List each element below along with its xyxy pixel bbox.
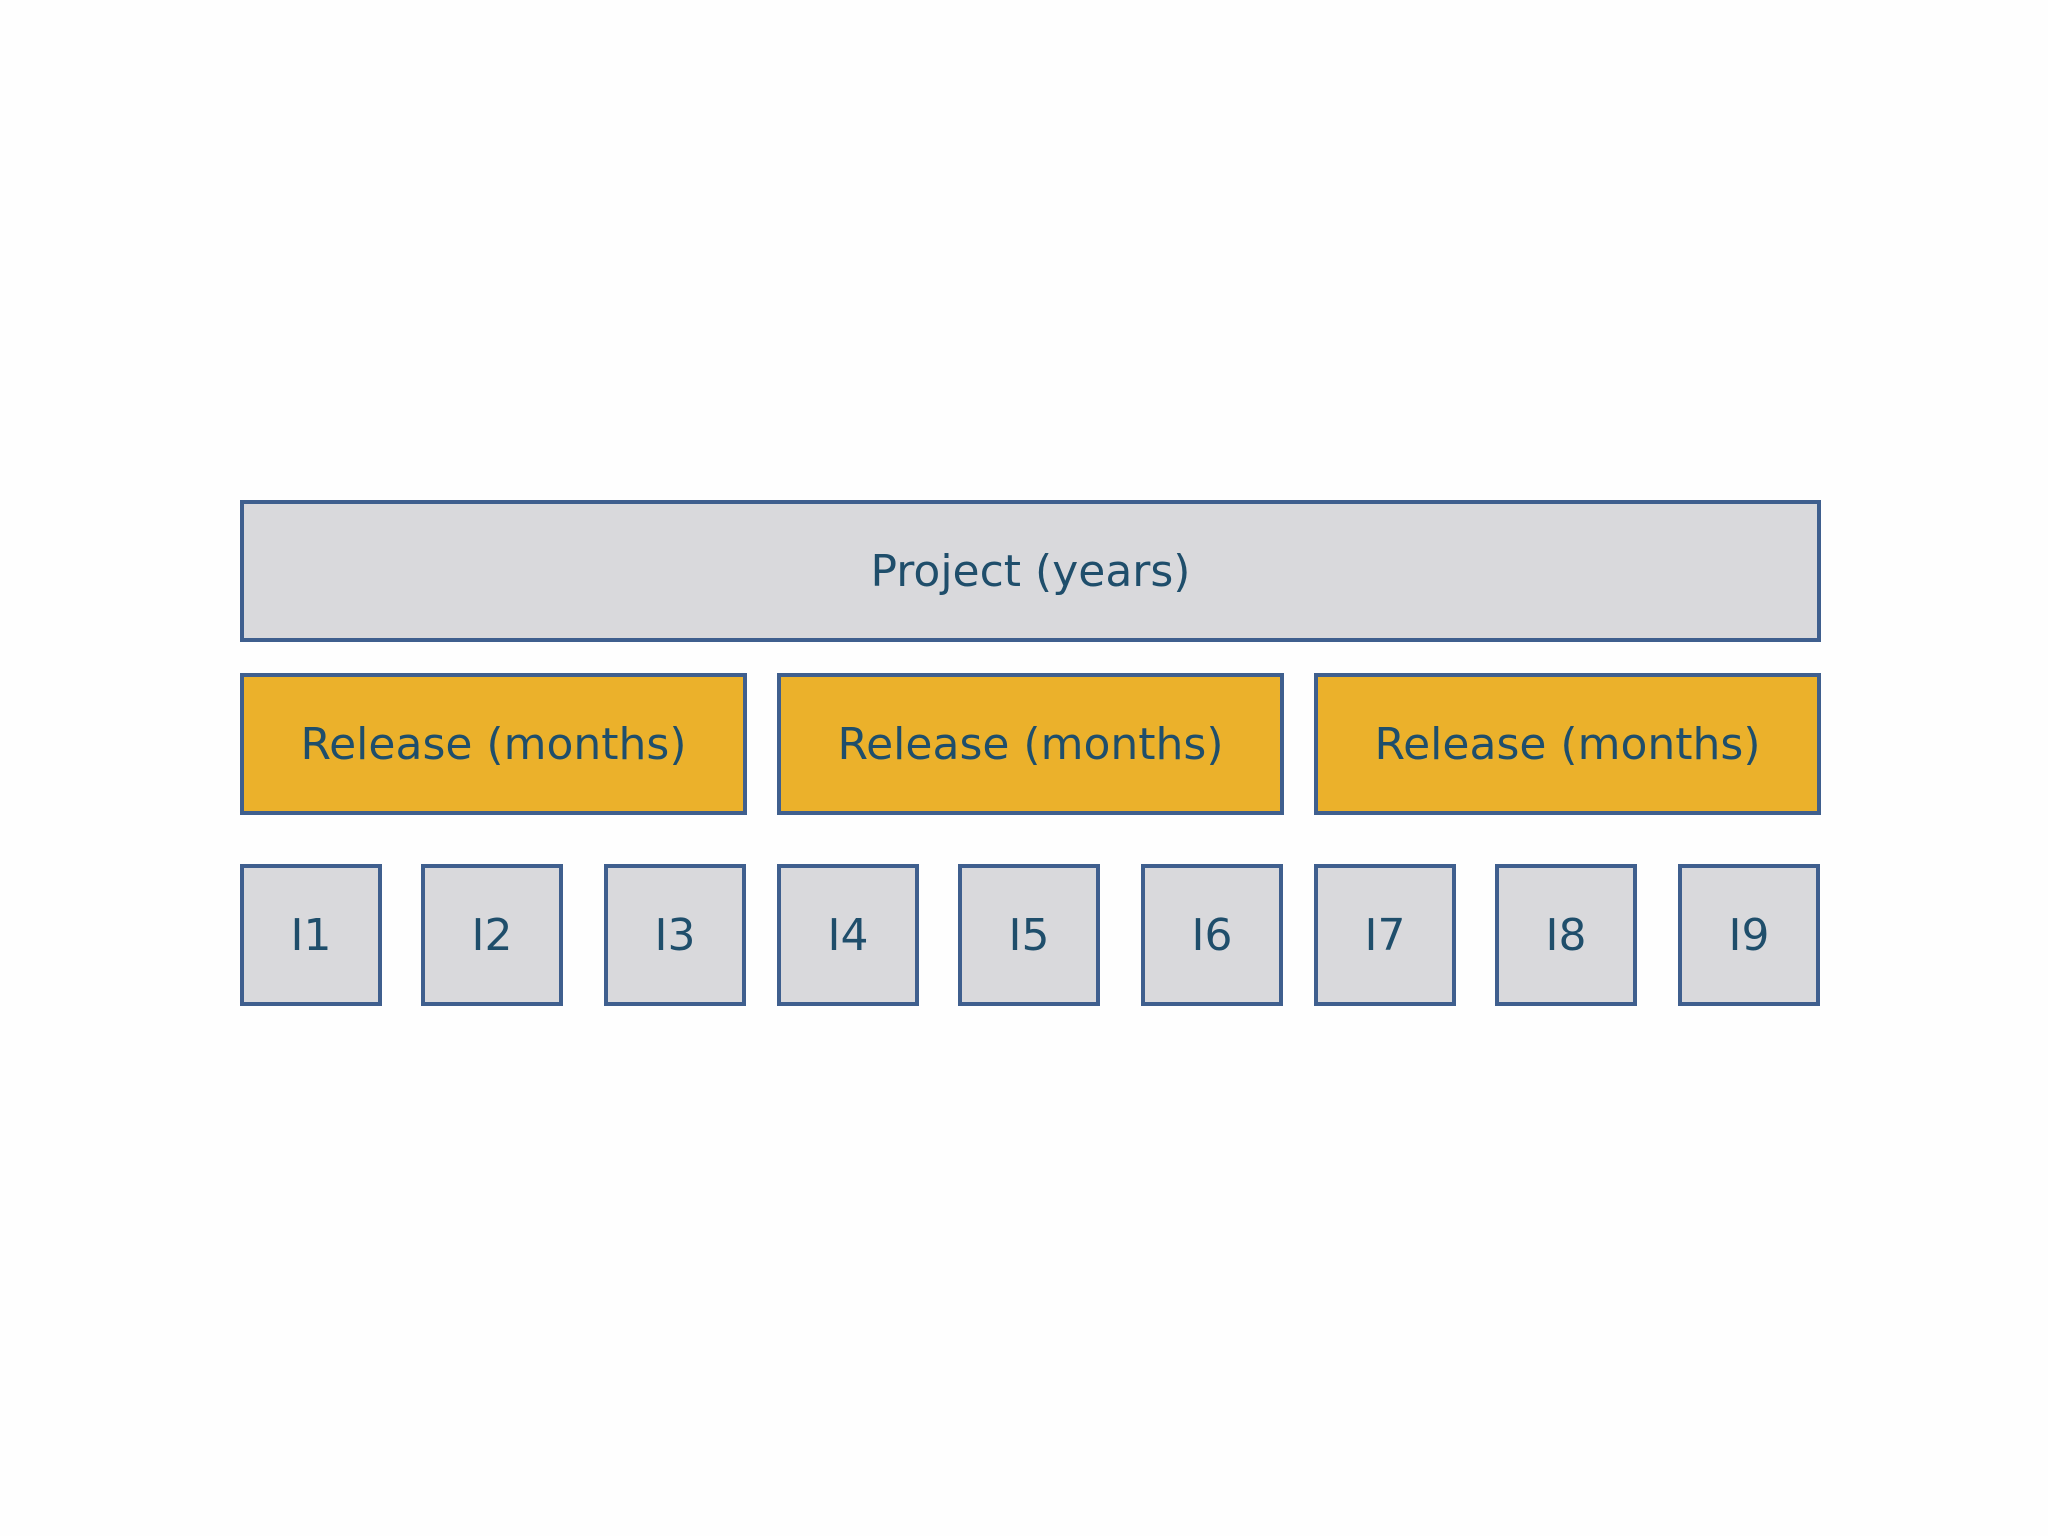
iteration-label: I8 — [1545, 909, 1587, 961]
iteration-box-6: I6 — [1141, 864, 1283, 1006]
iteration-box-5: I5 — [958, 864, 1100, 1006]
release-box-2: Release (months) — [777, 673, 1284, 815]
project-label: Project (years) — [870, 545, 1191, 597]
release-label: Release (months) — [300, 718, 687, 770]
iteration-label: I1 — [290, 909, 332, 961]
project-box: Project (years) — [240, 500, 1821, 642]
iteration-label: I4 — [827, 909, 869, 961]
iteration-box-3: I3 — [604, 864, 746, 1006]
iteration-box-1: I1 — [240, 864, 382, 1006]
iteration-label: I6 — [1191, 909, 1233, 961]
release-box-3: Release (months) — [1314, 673, 1821, 815]
iteration-label: I5 — [1008, 909, 1050, 961]
iteration-label: I9 — [1728, 909, 1770, 961]
iteration-label: I2 — [471, 909, 513, 961]
iteration-box-8: I8 — [1495, 864, 1637, 1006]
release-label: Release (months) — [1374, 718, 1761, 770]
iteration-box-7: I7 — [1314, 864, 1456, 1006]
iteration-box-4: I4 — [777, 864, 919, 1006]
iteration-box-9: I9 — [1678, 864, 1820, 1006]
iteration-label: I3 — [654, 909, 696, 961]
iteration-box-2: I2 — [421, 864, 563, 1006]
release-label: Release (months) — [837, 718, 1224, 770]
iteration-label: I7 — [1364, 909, 1406, 961]
release-box-1: Release (months) — [240, 673, 747, 815]
